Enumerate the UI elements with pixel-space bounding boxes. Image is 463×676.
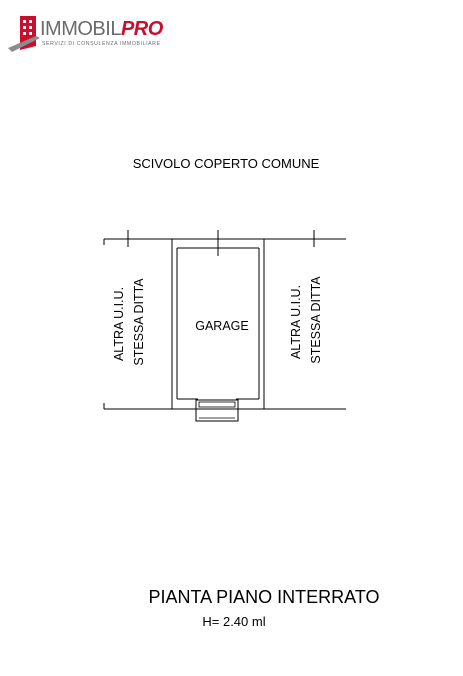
logo-name-part2: PRO bbox=[120, 18, 163, 40]
garage-door-frame bbox=[198, 401, 236, 408]
left-unit-label-line1: ALTRA U.I.U. bbox=[112, 287, 126, 361]
left-unit-label-line2: STESSA DITTA bbox=[132, 278, 146, 366]
plan-title: PIANTA PIANO INTERRATO bbox=[148, 587, 379, 607]
garage-label: GARAGE bbox=[195, 319, 249, 333]
right-unit-label-line1: ALTRA U.I.U. bbox=[289, 285, 303, 359]
door-step bbox=[195, 409, 239, 422]
ramp-label: SCIVOLO COPERTO COMUNE bbox=[133, 156, 320, 171]
logo-name-part1: IMMOBIL bbox=[40, 18, 121, 40]
height-note: H= 2.40 ml bbox=[202, 614, 265, 629]
brand-logo: IMMOBILPRO SERVIZI DI CONSULENZA IMMOBIL… bbox=[6, 12, 196, 56]
right-unit-label-line2: STESSA DITTA bbox=[309, 276, 323, 364]
logo-wordmark: IMMOBILPRO bbox=[40, 18, 163, 41]
logo-tagline: SERVIZI DI CONSULENZA IMMOBILIARE bbox=[42, 41, 161, 47]
logo-building-icon bbox=[8, 16, 40, 52]
garage-door bbox=[195, 399, 239, 410]
